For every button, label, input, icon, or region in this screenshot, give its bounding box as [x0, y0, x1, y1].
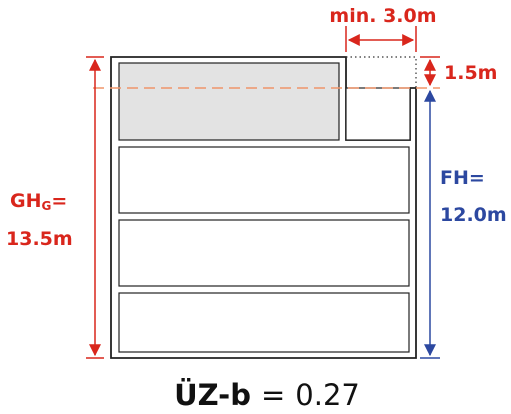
gh-label-main: GH: [10, 190, 42, 212]
setback-height-label: 1.5m: [444, 62, 497, 84]
floor-2: [118, 219, 410, 287]
formula-name: ÜZ-b: [174, 378, 251, 412]
formula: ÜZ-b = 0.27: [174, 378, 360, 412]
formula-value: 0.27: [295, 378, 360, 412]
gh-value: 13.5m: [6, 228, 73, 250]
setback-dotted-outline: [346, 56, 417, 88]
formula-operator: =: [261, 378, 285, 412]
floor-3: [118, 146, 410, 214]
setback-width-label: min. 3.0m: [329, 5, 436, 27]
staircase-box: [345, 87, 411, 141]
gh-label-equals: =: [51, 190, 67, 212]
top-floor: [118, 62, 340, 141]
fh-value: 12.0m: [440, 204, 507, 226]
floor-1: [118, 292, 410, 353]
gh-label-subscript: G: [42, 199, 52, 213]
gh-label: GHG=: [10, 190, 67, 213]
fh-label: FH=: [440, 167, 485, 189]
